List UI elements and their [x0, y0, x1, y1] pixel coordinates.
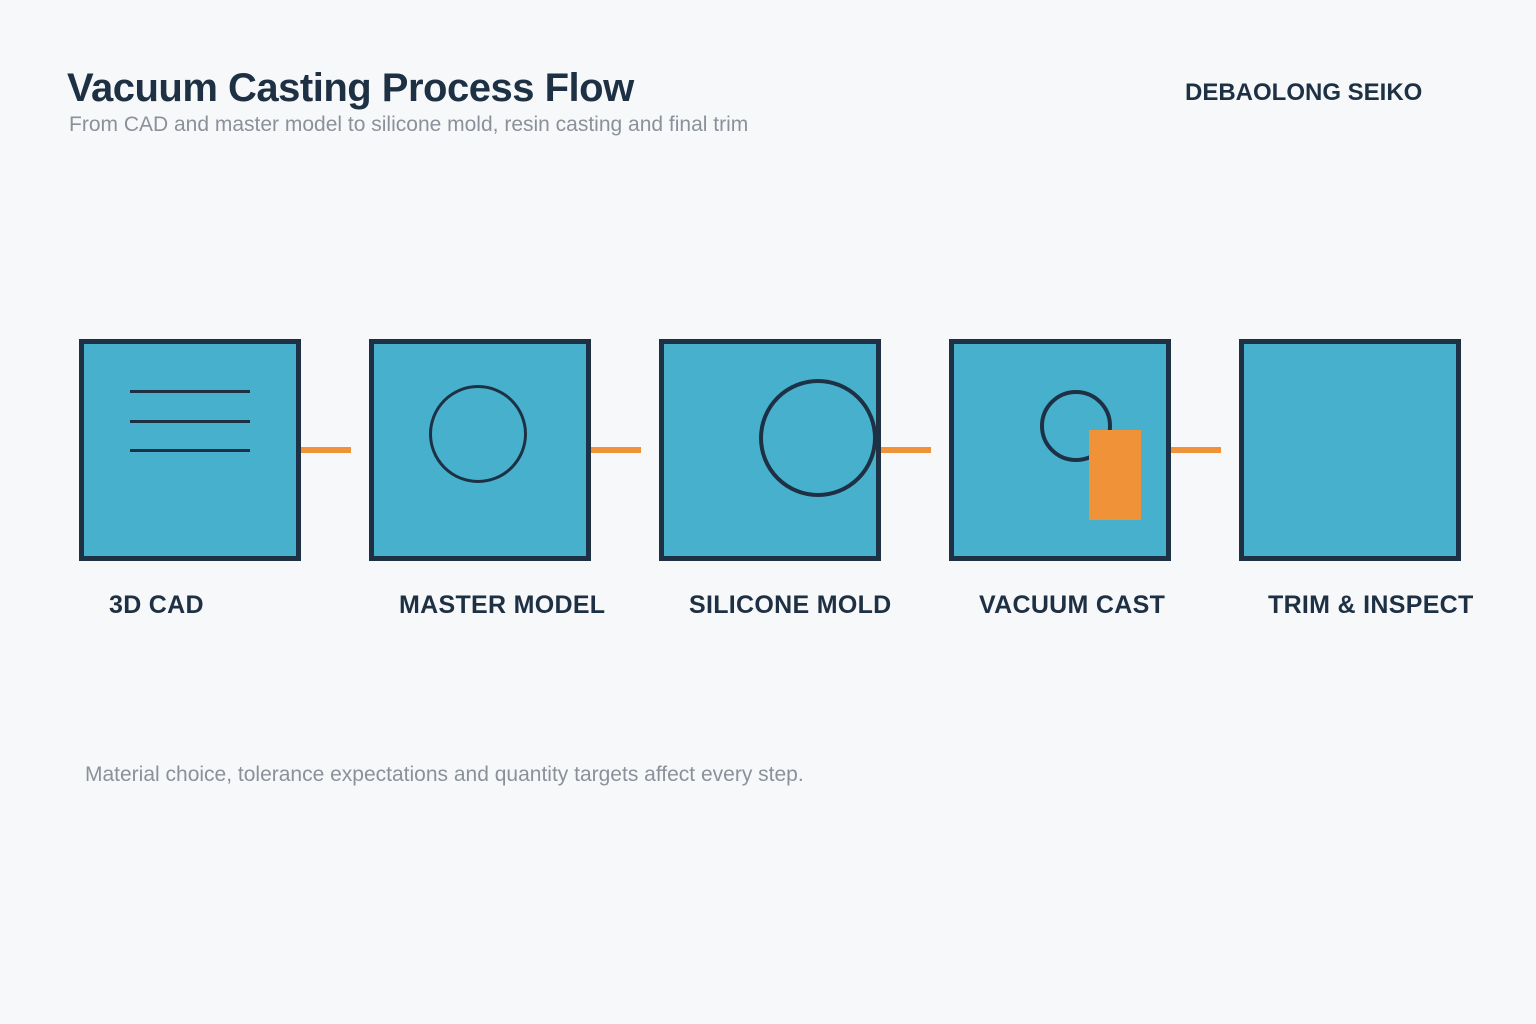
- step-label-silicone-mold: SILICONE MOLD: [689, 591, 892, 619]
- page-title: Vacuum Casting Process Flow: [67, 66, 634, 110]
- master-model-circle-icon: [429, 385, 527, 483]
- step-box-silicone-mold: [659, 339, 881, 561]
- step-box-vacuum-cast: [949, 339, 1171, 561]
- brand-name: DEBAOLONG SEIKO: [1185, 79, 1423, 106]
- flow-connector: [881, 447, 931, 453]
- cad-sketch-line: [130, 420, 250, 423]
- step-label-3d-cad: 3D CAD: [109, 591, 204, 619]
- flow-connector: [301, 447, 351, 453]
- cad-sketch-line: [130, 449, 250, 452]
- step-label-trim-inspect: TRIM & INSPECT: [1268, 591, 1474, 619]
- resin-part-icon: [1089, 430, 1141, 520]
- page-subtitle: From CAD and master model to silicone mo…: [69, 113, 749, 136]
- step-box-master-model: [369, 339, 591, 561]
- step-label-vacuum-cast: VACUUM CAST: [979, 591, 1166, 619]
- footer-note: Material choice, tolerance expectations …: [85, 763, 804, 786]
- mold-cavity-circle-icon: [759, 379, 877, 497]
- step-label-master-model: MASTER MODEL: [399, 591, 606, 619]
- step-box-trim-inspect: [1239, 339, 1461, 561]
- step-box-3d-cad: [79, 339, 301, 561]
- flow-connector: [1171, 447, 1221, 453]
- cast-circle-icon: [1040, 390, 1112, 462]
- cad-sketch-line: [130, 390, 250, 393]
- flow-connector: [591, 447, 641, 453]
